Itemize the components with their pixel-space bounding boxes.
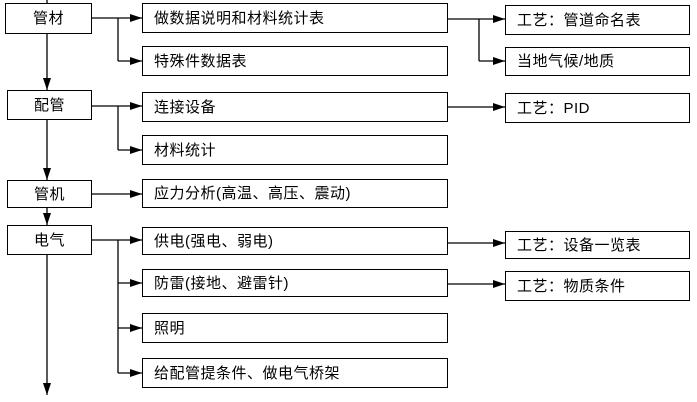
stage-pipe-mechanics: 管机 bbox=[7, 180, 92, 208]
task-power-supply: 供电(强电、弱电) bbox=[142, 227, 448, 255]
ref-pid: 工艺：PID bbox=[505, 93, 690, 123]
task-piping-conditions-cable-tray: 给配管提条件、做电气桥架 bbox=[142, 358, 448, 388]
stage-pipe-material: 管材 bbox=[5, 3, 92, 34]
task-special-parts-data-table: 特殊件数据表 bbox=[142, 46, 448, 76]
ref-pipe-naming-table: 工艺：管道命名表 bbox=[505, 5, 690, 35]
ref-local-climate-geology: 当地气候/地质 bbox=[505, 47, 690, 76]
task-data-spec-material-table: 做数据说明和材料统计表 bbox=[142, 3, 448, 33]
stage-electrical: 电气 bbox=[7, 225, 92, 255]
ref-equipment-list: 工艺：设备一览表 bbox=[505, 231, 690, 259]
ref-material-conditions: 工艺：物质条件 bbox=[505, 271, 690, 301]
task-material-statistics: 材料统计 bbox=[142, 135, 448, 165]
task-lightning-protection: 防雷(接地、避雷针) bbox=[142, 269, 448, 297]
stage-piping: 配管 bbox=[7, 90, 92, 120]
task-connect-equipment: 连接设备 bbox=[142, 92, 448, 122]
task-stress-analysis: 应力分析(高温、高压、震动) bbox=[142, 179, 448, 208]
task-lighting: 照明 bbox=[142, 313, 448, 343]
